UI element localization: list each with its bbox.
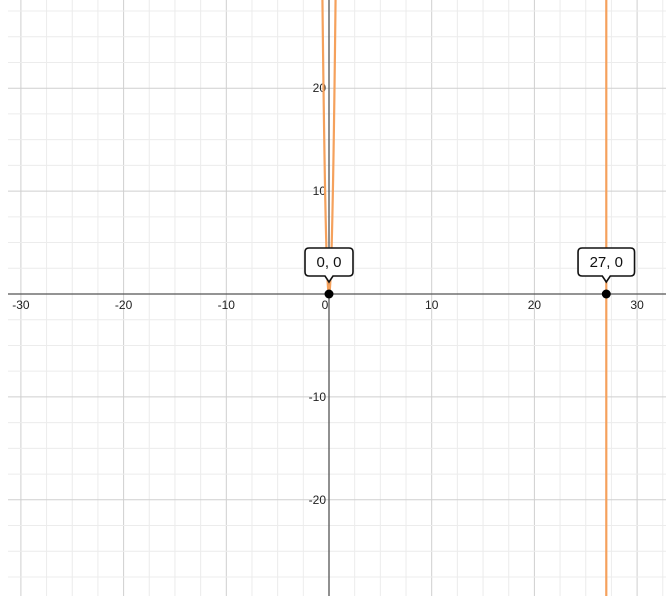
point-marker[interactable] bbox=[601, 289, 611, 299]
x-tick-label: -20 bbox=[115, 298, 133, 312]
point-label-box bbox=[304, 247, 354, 284]
x-tick-label: -10 bbox=[218, 298, 236, 312]
point-label-box bbox=[577, 247, 636, 284]
point-marker[interactable] bbox=[324, 289, 334, 299]
x-tick-label: 30 bbox=[630, 298, 644, 312]
point-label-text: 0, 0 bbox=[316, 254, 341, 271]
point-label-group: 27, 0 bbox=[577, 247, 636, 299]
x-tick-label: 10 bbox=[425, 298, 439, 312]
x-tick-label: 0 bbox=[322, 298, 329, 312]
x-tick-label: 20 bbox=[528, 298, 542, 312]
y-tick-label: 10 bbox=[313, 184, 327, 198]
y-tick-label: -20 bbox=[309, 493, 327, 507]
x-tick-label: -30 bbox=[12, 298, 30, 312]
y-tick-label: -10 bbox=[309, 390, 327, 404]
point-label-group: 0, 0 bbox=[304, 247, 354, 299]
point-label-text: 27, 0 bbox=[590, 254, 623, 271]
